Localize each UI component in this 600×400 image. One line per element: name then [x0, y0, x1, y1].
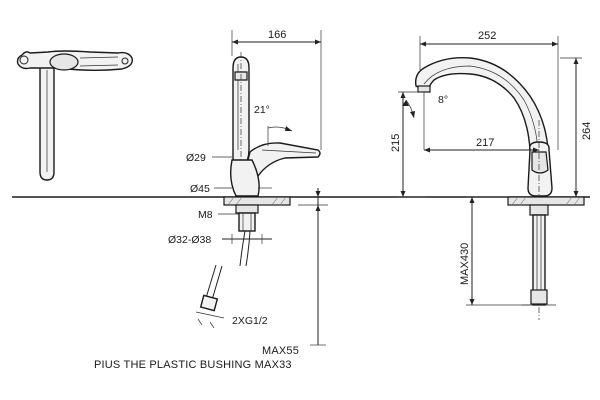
dim-252-label: 252 [478, 30, 496, 42]
dim-217-label: 217 [476, 137, 494, 149]
max-55-label: MAX55 [262, 345, 299, 357]
dia-45-label: Ø45 [190, 183, 210, 195]
front-view: 252 8° 215 217 264 [390, 30, 593, 320]
angle-8-label: 8° [438, 94, 448, 106]
thread-m8-label: M8 [198, 209, 213, 221]
dim-264-label: 264 [581, 122, 593, 140]
bushing-note-label: PIUS THE PLASTIC BUSHING MAX33 [94, 359, 292, 371]
angle-21-label: 21° [254, 104, 270, 116]
side-view: 166 21° Ø29 Ø45 M8 [94, 29, 328, 371]
dia-range-label: Ø32-Ø38 [168, 234, 211, 246]
hose-thread-label: 2XG1/2 [232, 315, 268, 327]
dia-29-label: Ø29 [186, 152, 206, 164]
top-view [16, 50, 133, 181]
max-430-label: MAX430 [459, 243, 471, 285]
dim-166-label: 166 [268, 29, 286, 41]
dim-215-label: 215 [390, 134, 402, 152]
